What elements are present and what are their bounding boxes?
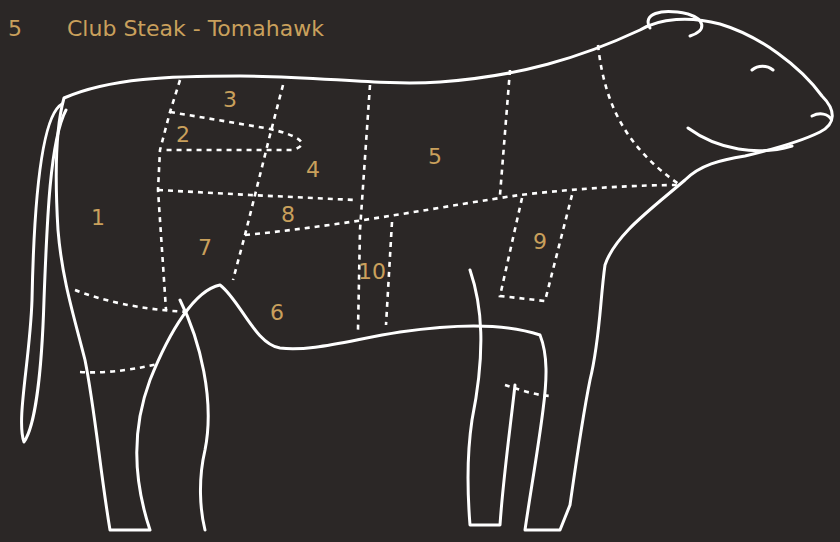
heading-number: 5 bbox=[8, 16, 22, 42]
cut-line bbox=[358, 85, 370, 330]
callout-number: 3 bbox=[223, 87, 237, 113]
callout-number: 9 bbox=[533, 229, 547, 255]
cow-tail bbox=[22, 104, 66, 442]
far-front-leg bbox=[468, 270, 515, 525]
cut-line bbox=[505, 385, 552, 396]
callout-number: 6 bbox=[270, 300, 284, 326]
callout-number: 7 bbox=[198, 235, 212, 261]
cut-lines bbox=[75, 45, 680, 396]
callout-number: 5 bbox=[428, 144, 442, 170]
cut-line bbox=[80, 364, 158, 372]
cut-line bbox=[245, 185, 680, 235]
cut-line bbox=[158, 190, 355, 200]
eye bbox=[752, 66, 773, 70]
cut-line bbox=[500, 70, 510, 195]
callout-number: 1 bbox=[91, 205, 105, 231]
heading-title: Club Steak - Tomahawk bbox=[67, 16, 324, 42]
cut-line bbox=[162, 112, 302, 150]
cut-line bbox=[75, 290, 190, 312]
ear bbox=[648, 12, 702, 36]
cut-line bbox=[158, 80, 180, 310]
cut-line bbox=[500, 195, 572, 301]
nostril bbox=[812, 114, 831, 119]
callout-number: 10 bbox=[358, 259, 386, 285]
callout-number: 2 bbox=[176, 122, 190, 148]
cow-outline bbox=[22, 12, 833, 530]
cut-line bbox=[233, 85, 283, 280]
jaw bbox=[688, 128, 792, 151]
cut-line bbox=[386, 222, 392, 325]
callout-number: 4 bbox=[306, 157, 320, 183]
far-hind-leg bbox=[180, 300, 208, 530]
cut-line bbox=[598, 45, 680, 185]
callout-number: 8 bbox=[281, 202, 295, 228]
cow-body bbox=[56, 19, 832, 530]
